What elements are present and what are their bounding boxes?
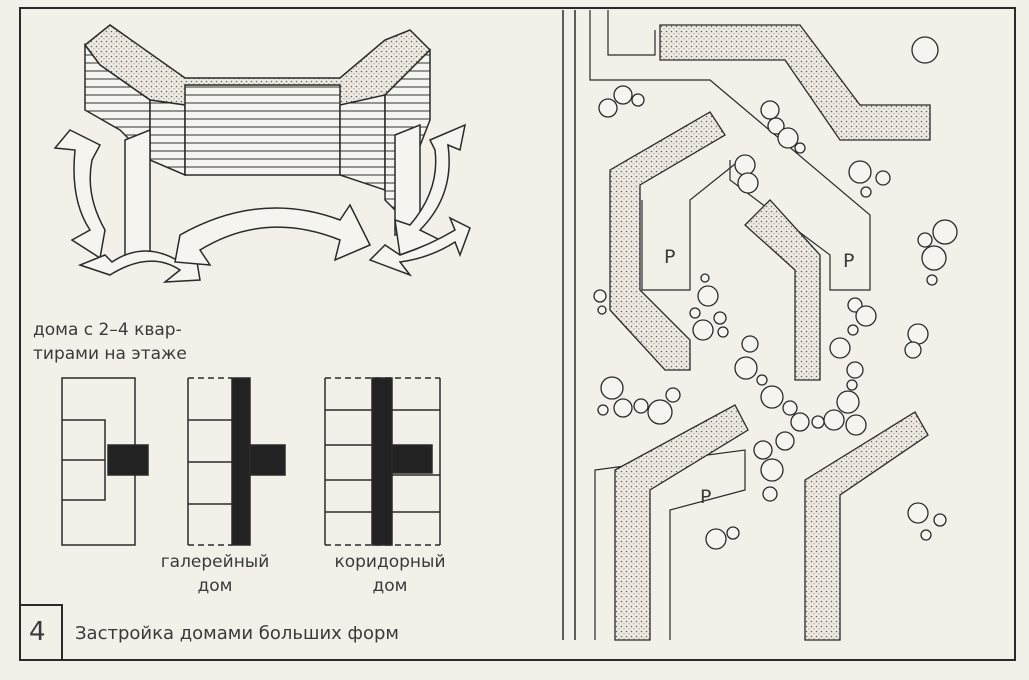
figure-frame (19, 7, 1016, 661)
label-gallery-house: галерейный дом (150, 550, 280, 598)
figure-number-box (19, 604, 63, 661)
label-corridor-house: коридорный дом (325, 550, 455, 598)
label-line: тирами на этаже (33, 344, 187, 364)
isometric-building (83, 24, 432, 267)
label-line: дома с 2–4 квар- (33, 320, 182, 340)
parking-label: P (664, 246, 676, 268)
plan-gallery-house (187, 377, 286, 546)
label-line: дом (197, 576, 233, 596)
figure-caption: Застройка домами больших форм (75, 623, 399, 644)
plan-corridor-house (324, 377, 441, 546)
arrows (53, 123, 471, 283)
label-line: галерейный (160, 552, 270, 572)
parking-label: P (700, 486, 712, 508)
label-line: коридорный (334, 552, 446, 572)
site-plan (562, 10, 958, 641)
label-small-houses: дома с 2–4 квар- тирами на этаже (33, 318, 187, 366)
figure-number: 4 (29, 617, 46, 647)
label-line: дом (372, 576, 408, 596)
plan-small-houses (61, 377, 149, 546)
parking-label: P (843, 250, 855, 272)
trees (593, 36, 958, 550)
